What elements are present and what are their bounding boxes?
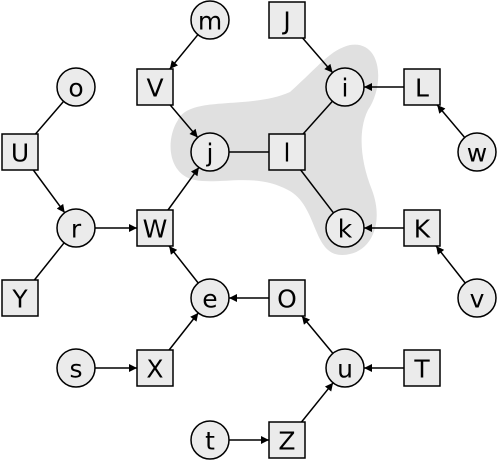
edge-l-k — [300, 169, 335, 214]
edge-X-e — [168, 312, 199, 351]
node-shape-T — [403, 349, 441, 387]
edge-o-U — [34, 100, 65, 135]
node-label-i: i — [342, 74, 349, 103]
edge-r-Y — [33, 242, 65, 281]
node-e: e — [190, 278, 230, 318]
node-r: r — [56, 208, 96, 248]
node-label-T: T — [413, 355, 430, 384]
node-shape-e — [190, 278, 230, 318]
node-shape-K — [403, 209, 441, 247]
node-shape-k — [325, 208, 365, 248]
node-shape-Z — [268, 421, 306, 459]
node-u: u — [325, 348, 365, 388]
node-shape-L — [403, 68, 441, 106]
node-Z: Z — [268, 421, 306, 459]
node-shape-l — [268, 133, 306, 171]
node-label-Y: Y — [11, 285, 28, 314]
node-shape-w — [457, 132, 497, 172]
node-label-v: v — [470, 285, 485, 314]
edge-V-j — [169, 104, 199, 138]
node-shape-s — [56, 348, 96, 388]
node-shape-v — [457, 278, 497, 318]
node-label-Z: Z — [278, 427, 295, 456]
node-label-e: e — [202, 285, 217, 314]
edge-W-j — [167, 166, 200, 211]
node-label-w: w — [467, 139, 487, 168]
node-shape-u — [325, 348, 365, 388]
edge-v-K — [435, 245, 466, 284]
node-j: j — [190, 132, 230, 172]
node-L: L — [403, 68, 441, 106]
node-label-L: L — [415, 74, 429, 103]
node-label-u: u — [337, 355, 353, 384]
node-label-X: X — [146, 355, 163, 384]
node-shape-i — [325, 67, 365, 107]
node-label-U: U — [11, 139, 29, 168]
node-label-r: r — [71, 215, 82, 244]
node-shape-j — [190, 132, 230, 172]
node-K: K — [403, 209, 441, 247]
edge-w-L — [436, 104, 466, 138]
node-V: V — [136, 68, 174, 106]
edge-e-W — [168, 245, 199, 284]
edges-layer — [32, 34, 466, 444]
node-label-J: J — [281, 7, 290, 36]
node-label-o: o — [68, 74, 83, 103]
node-label-t: t — [205, 427, 215, 456]
node-U: U — [1, 133, 39, 171]
node-O: O — [268, 279, 306, 317]
node-label-j: j — [206, 139, 214, 168]
node-shape-t — [190, 420, 230, 460]
node-T: T — [403, 349, 441, 387]
node-shape-U — [1, 133, 39, 171]
node-shape-W — [136, 209, 174, 247]
node-J: J — [268, 1, 306, 39]
node-k: k — [325, 208, 365, 248]
node-shape-J — [268, 1, 306, 39]
node-label-O: O — [277, 285, 297, 314]
edge-J-i — [302, 37, 334, 74]
edge-m-V — [169, 34, 199, 70]
node-X: X — [136, 349, 174, 387]
node-Y: Y — [1, 279, 39, 317]
edge-U-r — [32, 169, 66, 214]
node-s: s — [56, 348, 96, 388]
edge-i-l — [302, 100, 333, 135]
node-l: l — [268, 133, 306, 171]
edge-u-O — [301, 315, 334, 354]
node-shape-o — [56, 67, 96, 107]
node-i: i — [325, 67, 365, 107]
node-o: o — [56, 67, 96, 107]
node-shape-Y — [1, 279, 39, 317]
node-label-m: m — [198, 7, 222, 36]
node-shape-O — [268, 279, 306, 317]
node-shape-V — [136, 68, 174, 106]
node-w: w — [457, 132, 497, 172]
node-t: t — [190, 420, 230, 460]
node-shape-r — [56, 208, 96, 248]
node-shape-X — [136, 349, 174, 387]
node-label-V: V — [146, 74, 163, 103]
node-label-k: k — [338, 215, 353, 244]
node-label-s: s — [69, 355, 82, 384]
edge-Z-u — [300, 382, 334, 423]
node-label-W: W — [143, 215, 168, 244]
node-label-K: K — [414, 215, 431, 244]
node-W: W — [136, 209, 174, 247]
node-shape-m — [190, 0, 230, 40]
node-v: v — [457, 278, 497, 318]
node-m: m — [190, 0, 230, 40]
node-label-l: l — [284, 139, 291, 168]
